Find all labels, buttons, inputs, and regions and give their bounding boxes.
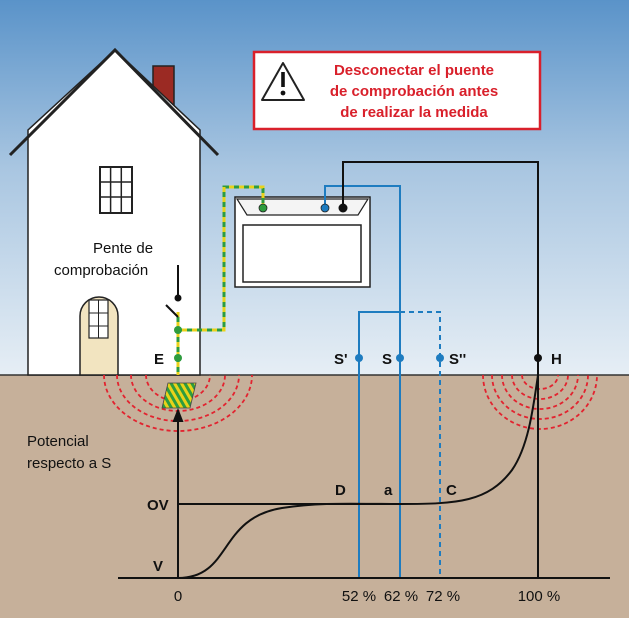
probe-S-prime-wire: [358, 311, 400, 578]
equipotential-arcs-H: [482, 374, 598, 430]
probe-S-wire: [324, 185, 401, 578]
upper-window: [99, 166, 133, 214]
ground: [0, 375, 629, 618]
point-D-label: D: [335, 482, 346, 499]
potential-label-line-1: Potencial: [27, 433, 89, 450]
electrode-E-label: E: [154, 351, 164, 368]
axis-100-label: 100 %: [518, 588, 561, 605]
probe-S-double-wire: [400, 311, 441, 578]
y-axis-arrow-icon: [172, 408, 184, 422]
terminal-E: [258, 203, 268, 213]
warning-line-1: Desconectar el puente: [334, 62, 494, 79]
electrode-S-prime-node: [355, 354, 363, 362]
green-yellow-wire: [176, 185, 265, 375]
earth-electrode-rod: [161, 382, 197, 409]
door: [79, 296, 119, 376]
point-a-label: a: [384, 482, 393, 499]
terminal-H: [338, 203, 348, 213]
potential-graph: [118, 374, 610, 579]
axis-62-label: 62 %: [384, 588, 418, 605]
electrode-S-node: [396, 354, 404, 362]
electrode-H-label: H: [551, 351, 562, 368]
ov-label: OV: [147, 497, 169, 514]
bridge-label-line-1: Pente de: [93, 240, 153, 257]
earth-tester-instrument: [234, 196, 371, 288]
warning-line-2: de comprobación antes: [330, 83, 498, 100]
bridge-label-line-2: comprobación: [54, 262, 148, 279]
axis-52-label: 52 %: [342, 588, 376, 605]
bridge-node-lower: [174, 326, 182, 334]
warning-triangle-icon: [261, 62, 305, 101]
house: [8, 47, 220, 376]
test-bridge-switch: [165, 265, 182, 318]
potential-label-line-2: respecto a S: [27, 455, 111, 472]
electrode-S-label: S: [382, 351, 392, 368]
instrument-display: [242, 224, 362, 283]
electrode-E-node: [174, 354, 182, 362]
warning-line-3: de realizar la medida: [340, 104, 488, 121]
electrode-S-double-label: S'': [449, 351, 466, 368]
terminal-S: [320, 203, 330, 213]
v-label: V: [153, 558, 163, 575]
auxiliary-H-wire: [342, 161, 539, 578]
electrode-S-double-node: [436, 354, 444, 362]
axis-72-label: 72 %: [426, 588, 460, 605]
warning-box: Desconectar el puente de comprobación an…: [252, 50, 542, 131]
point-C-label: C: [446, 482, 457, 499]
electrode-H-node: [534, 354, 542, 362]
electrode-S-prime-label: S': [334, 351, 348, 368]
roof: [8, 47, 220, 157]
potential-curve: [177, 374, 539, 579]
axis-zero-label: 0: [174, 588, 182, 605]
